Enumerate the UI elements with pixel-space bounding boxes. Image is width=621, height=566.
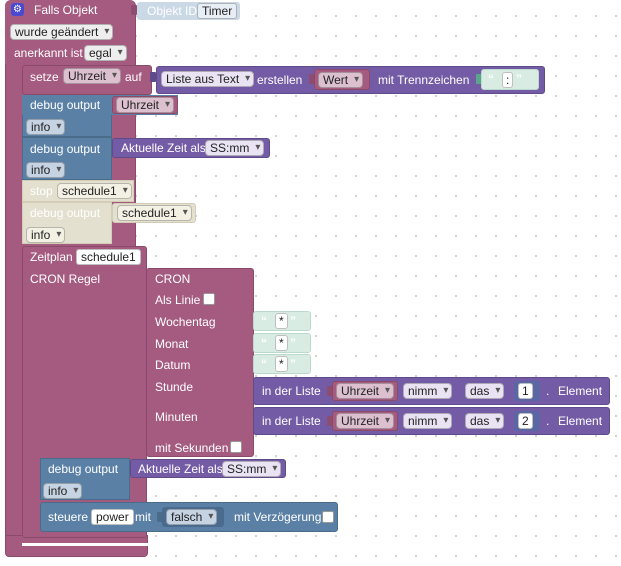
stunde-label: Stunde	[155, 380, 194, 394]
quote-close-icon: ”	[290, 357, 296, 371]
auf-label: auf	[125, 70, 142, 84]
wochentag-label: Wochentag	[155, 315, 216, 329]
event-footer	[5, 535, 148, 557]
cron-block[interactable]	[146, 268, 254, 457]
mit-sekunden-checkbox[interactable]	[230, 441, 242, 453]
delay-checkbox[interactable]	[322, 511, 334, 523]
quote-close-icon: ”	[516, 72, 522, 86]
quote-open-icon: “	[261, 357, 267, 371]
datum-label: Datum	[155, 358, 191, 372]
minuten-dot: .	[546, 414, 550, 428]
falls-objekt-label: Falls Objekt	[34, 3, 98, 17]
quote-open-icon: “	[488, 72, 494, 86]
monat-label: Monat	[155, 337, 189, 351]
minuten-element-label: Element	[558, 414, 603, 428]
minuten-var-dropdown[interactable]: Uhrzeit	[336, 413, 395, 429]
debug-level-dropdown-1[interactable]: info	[26, 119, 66, 135]
gear-icon[interactable]: ⚙	[11, 3, 24, 16]
setze-label: setze	[30, 70, 59, 84]
debug-level-dropdown-3[interactable]: info	[26, 227, 66, 243]
debug-level-dropdown-2[interactable]: info	[26, 162, 66, 178]
quote-open-icon: “	[261, 336, 267, 350]
minuten-list-block[interactable]	[253, 407, 610, 435]
steuere-label: steuere	[48, 510, 89, 524]
list-from-text-dropdown[interactable]: Liste aus Text	[161, 71, 255, 87]
stunde-take-dropdown[interactable]: nimm	[403, 383, 453, 399]
debug-value-dropdown-3[interactable]: schedule1	[117, 205, 192, 221]
time-format-dropdown-4[interactable]: SS:mm	[222, 461, 282, 477]
datum-field[interactable]: *	[275, 356, 288, 372]
stop-label: stop	[30, 184, 53, 198]
time-format-dropdown-2[interactable]: SS:mm	[205, 140, 265, 156]
debug-level-dropdown-4[interactable]: info	[43, 483, 83, 499]
delay-label: mit Verzögerung	[234, 510, 322, 524]
event-footer-line	[22, 543, 148, 546]
quote-close-icon: ”	[290, 336, 296, 350]
stunde-dot: .	[546, 384, 550, 398]
wochentag-field[interactable]: *	[275, 313, 288, 329]
zeitplan-field[interactable]: schedule1	[76, 249, 141, 265]
debug-label-1: debug output	[30, 98, 101, 112]
mit-sekunden-label: mit Sekunden	[155, 441, 229, 455]
minuten-index-field[interactable]: 2	[518, 413, 533, 429]
debug-label-2: debug output	[30, 142, 101, 156]
connector	[309, 74, 315, 84]
stunde-list-label: in der Liste	[262, 384, 321, 398]
stunde-list-block[interactable]	[253, 377, 610, 405]
stunde-index-field[interactable]: 1	[518, 383, 533, 399]
objekt-id-field[interactable]: Timer	[197, 3, 238, 19]
debug-value-dropdown-1[interactable]: Uhrzeit	[116, 97, 175, 113]
quote-open-icon: “	[261, 314, 267, 328]
device-field[interactable]: power	[91, 509, 134, 525]
erstellen-label: erstellen	[257, 73, 303, 87]
connector	[327, 416, 333, 426]
minuten-take-dropdown[interactable]: nimm	[403, 413, 453, 429]
connector	[476, 74, 482, 84]
als-linie-checkbox[interactable]	[203, 293, 215, 305]
quote-close-icon: ”	[290, 314, 296, 328]
connector	[327, 386, 333, 396]
separator-label: mit Trennzeichen	[378, 73, 470, 87]
minuten-das-dropdown[interactable]: das	[465, 413, 505, 429]
connector	[157, 512, 163, 522]
connector	[131, 5, 137, 15]
zeitplan-label: Zeitplan	[30, 250, 73, 264]
objekt-id-label: Objekt ID	[147, 4, 198, 18]
als-linie-label: Als Linie	[155, 293, 201, 307]
cron-label: CRON	[155, 272, 191, 286]
anerkannt-dropdown[interactable]: egal	[84, 45, 127, 61]
cron-rule-label: CRON Regel	[30, 272, 101, 286]
time-format-label-2: Aktuelle Zeit als	[121, 141, 206, 155]
set-variable-dropdown[interactable]: Uhrzeit	[63, 68, 122, 84]
trigger-dropdown[interactable]: wurde geändert	[10, 24, 114, 40]
debug-label-4: debug output	[48, 462, 119, 476]
debug-label-3: debug output	[30, 206, 101, 220]
mit-label: mit	[135, 510, 151, 524]
minuten-label: Minuten	[155, 410, 198, 424]
wert-dropdown[interactable]: Wert	[318, 72, 364, 88]
separator-field[interactable]: :	[502, 72, 514, 88]
stop-dropdown[interactable]: schedule1	[57, 183, 132, 199]
stunde-var-dropdown[interactable]: Uhrzeit	[336, 383, 395, 399]
stunde-das-dropdown[interactable]: das	[465, 383, 505, 399]
monat-field[interactable]: *	[275, 335, 288, 351]
stunde-element-label: Element	[558, 384, 603, 398]
minuten-list-label: in der Liste	[262, 414, 321, 428]
anerkannt-label: anerkannt ist	[14, 46, 83, 60]
value-dropdown[interactable]: falsch	[166, 509, 218, 525]
connector	[150, 72, 156, 82]
time-format-label-4: Aktuelle Zeit als	[138, 462, 223, 476]
